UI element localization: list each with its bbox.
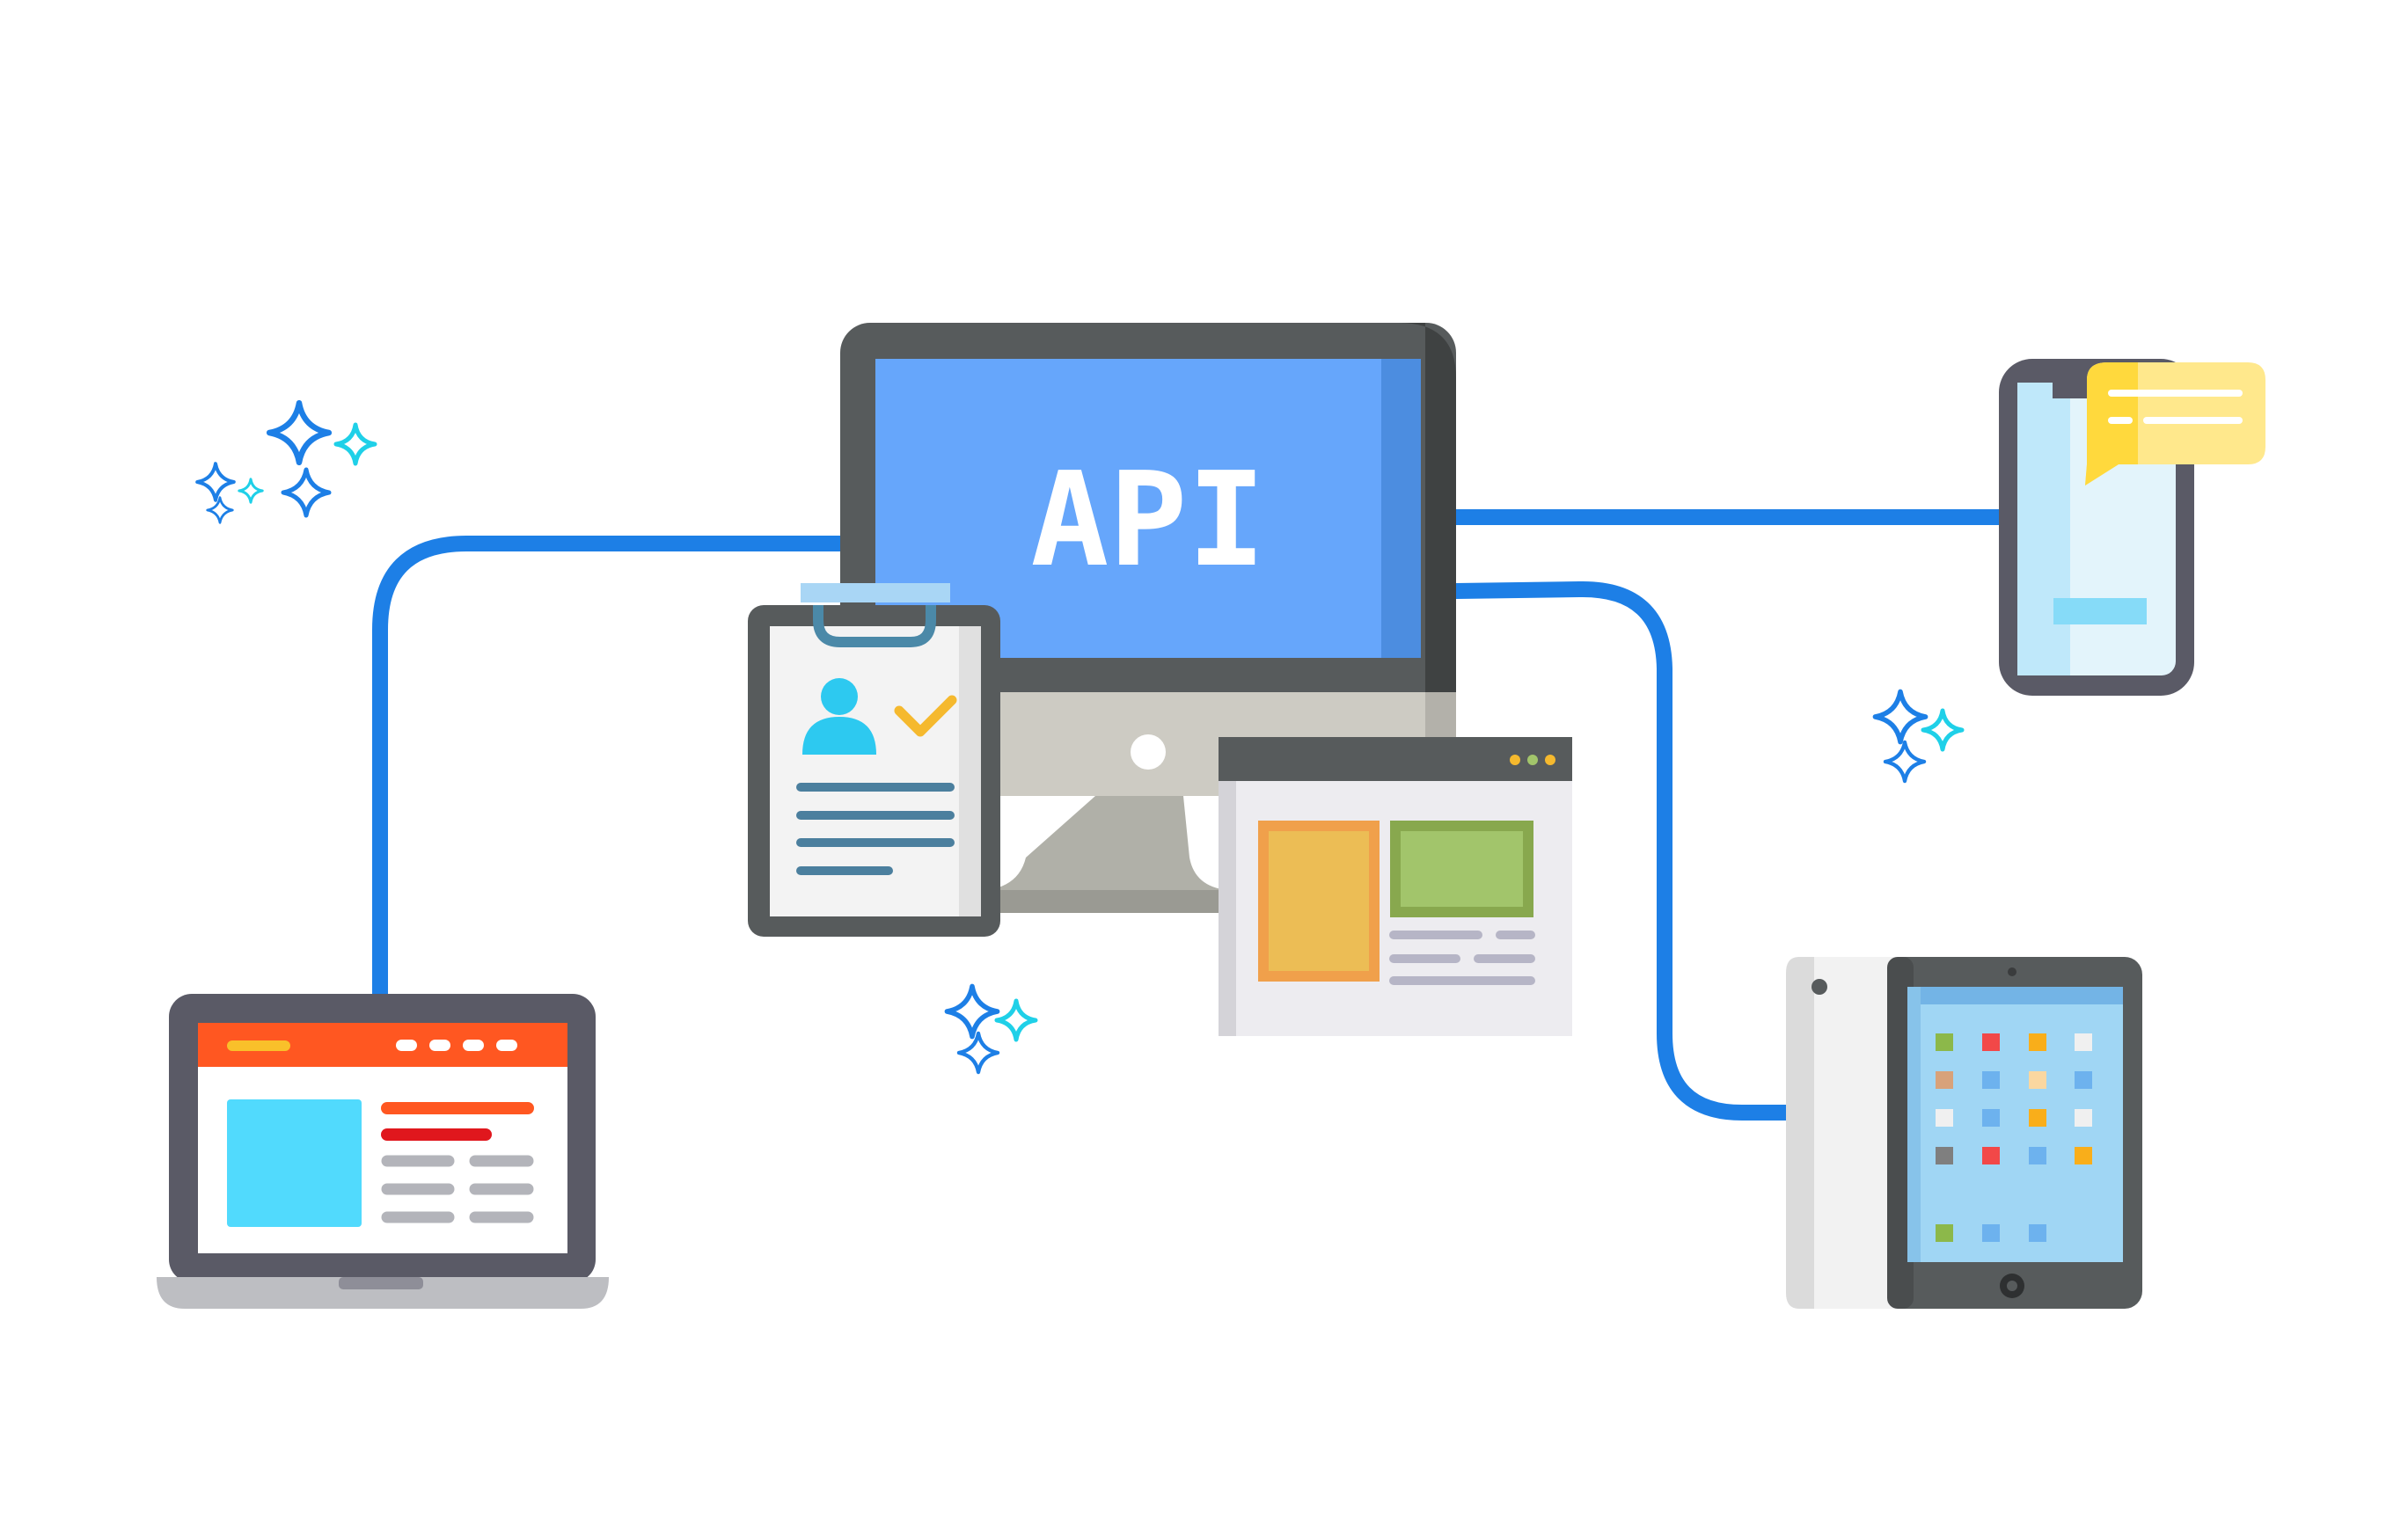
cable-laptop <box>372 536 848 1002</box>
sparkle-icon <box>1875 691 1962 781</box>
clipboard-user-icon <box>748 583 1000 937</box>
browser-window-icon <box>1219 737 1572 1036</box>
api-label: API <box>1030 444 1265 595</box>
sparkle-icon <box>197 403 375 524</box>
connection-cables <box>372 509 2014 1121</box>
cable-tablet <box>1448 580 1798 1121</box>
sparkle-icon <box>947 986 1036 1072</box>
laptop-icon <box>157 994 609 1309</box>
tablet-icon <box>1786 957 2142 1309</box>
smartphone-chat-icon <box>1999 359 2265 696</box>
